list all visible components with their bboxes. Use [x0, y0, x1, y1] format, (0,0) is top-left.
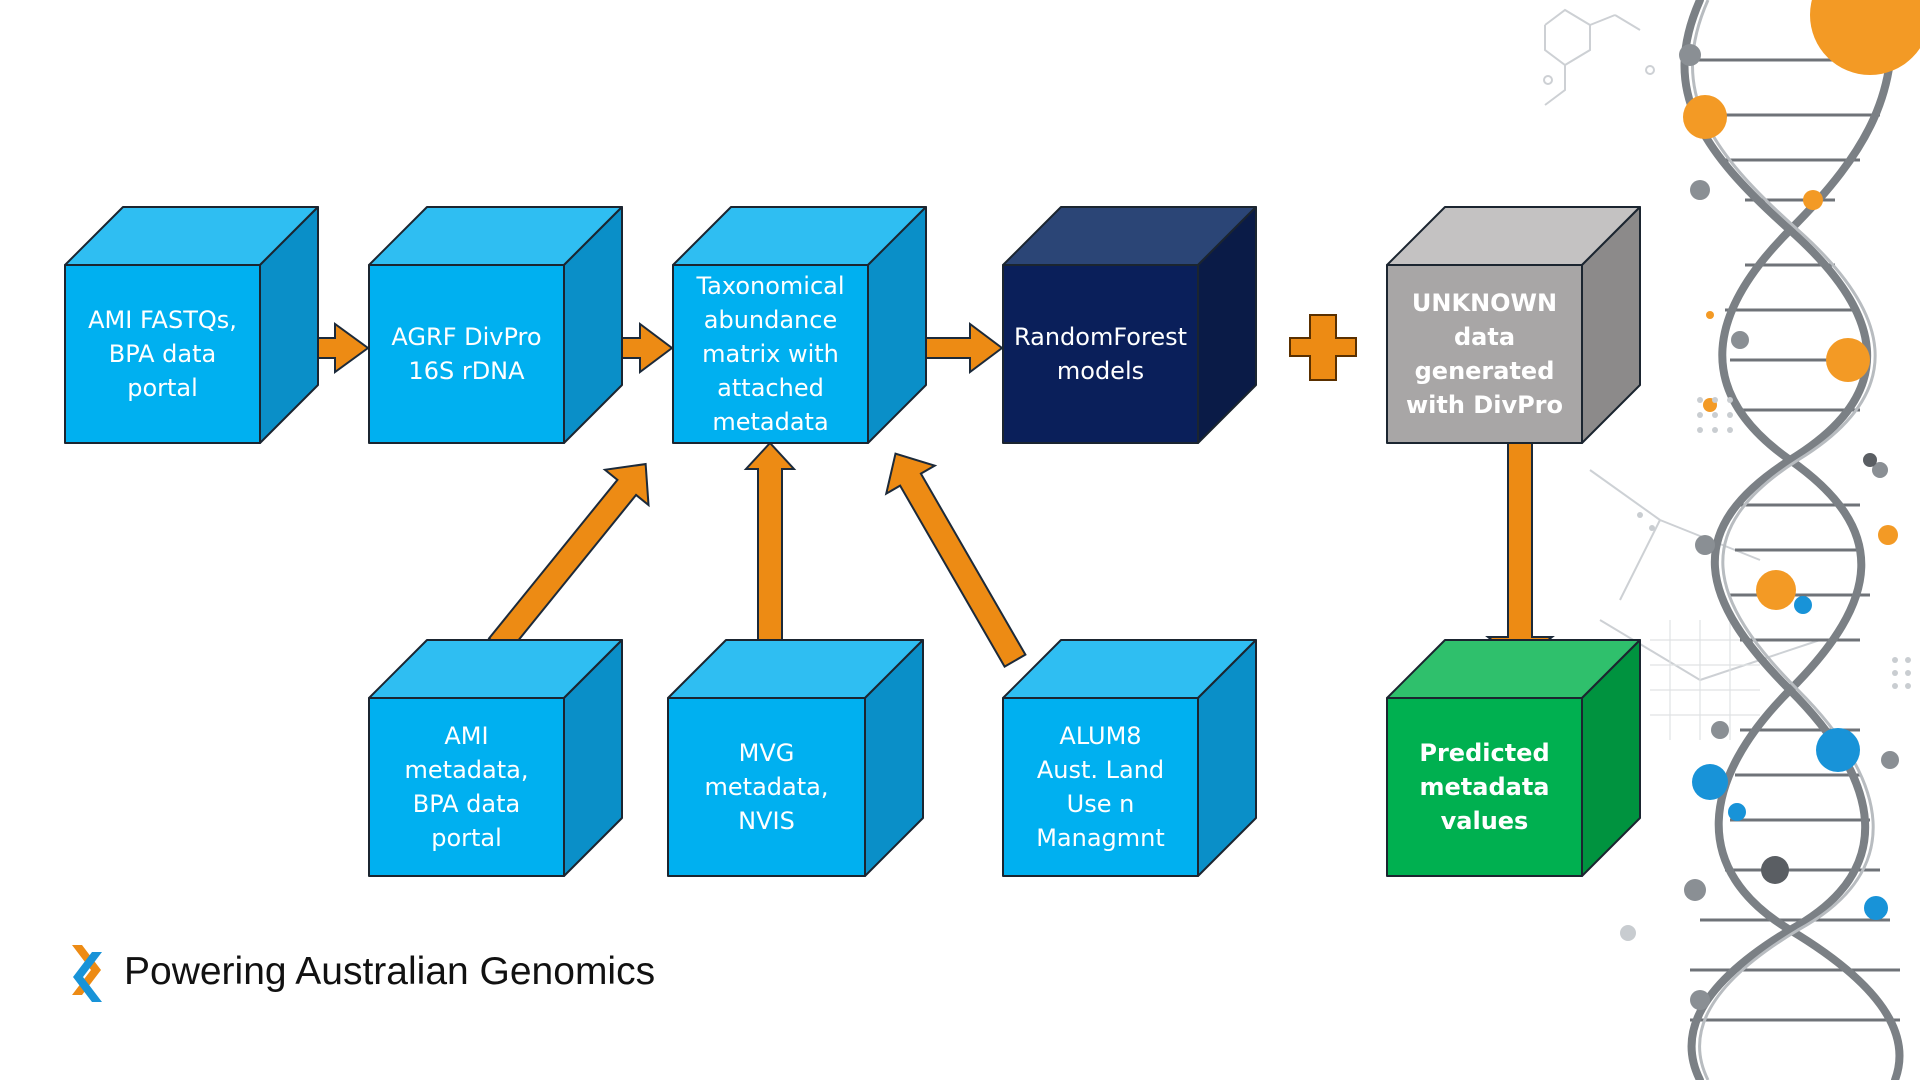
box-randomforest-models: RandomForest models — [1013, 323, 1187, 385]
box-ami-metadata: AMI metadata, BPA data portal — [404, 722, 529, 852]
cube-alum8-front-face — [1002, 697, 1199, 877]
cube-ami-fastqs-front-face — [64, 264, 261, 444]
arrow-up-ami — [487, 462, 650, 655]
cube-randomforest-front-face — [1002, 264, 1199, 444]
arrow-down-predicted — [1485, 442, 1555, 664]
cube-predicted-front-face — [1386, 697, 1583, 877]
cube-agrf-divpro-front-face — [368, 264, 565, 444]
box-predicted-values: Predicted metadata values — [1419, 739, 1550, 835]
box-agrf-divpro: AGRF DivPro 16S rDNA — [391, 323, 542, 385]
cube-ami-metadata — [368, 639, 623, 877]
plus-icon — [1289, 314, 1357, 381]
box-unknown-data: UNKNOWN data generated with DivPro — [1405, 289, 1564, 419]
cube-ami-fastqs — [64, 206, 319, 444]
dna-helix-decoration — [1543, 0, 1920, 1080]
cube-taxonomical-front-face — [672, 264, 869, 444]
cube-taxonomical — [672, 206, 927, 444]
box-ami-fastqs: AMI FASTQs, BPA data portal — [88, 306, 237, 402]
cube-unknown — [1386, 206, 1641, 444]
box-alum8: ALUM8 Aust. Land Use n Managmnt — [1036, 722, 1165, 852]
cube-unknown-front-face — [1386, 264, 1583, 444]
cube-mvg — [667, 639, 924, 877]
arrow-up-alum8 — [884, 452, 1027, 669]
cube-predicted — [1386, 639, 1641, 877]
cube-randomforest — [1002, 206, 1257, 444]
cubes — [64, 206, 1641, 877]
arrows — [277, 322, 1555, 669]
box-taxonomical-matrix: Taxonomical abundance matrix with attach… — [696, 272, 845, 436]
brand-text: Powering Australian Genomics — [124, 950, 656, 993]
genomics-logo-icon — [72, 945, 102, 1002]
arrow-up-mvg — [743, 441, 797, 643]
cube-alum8 — [1002, 639, 1257, 877]
cube-ami-metadata-front-face — [368, 697, 565, 877]
cube-mvg-front-face — [667, 697, 866, 877]
box-mvg-metadata: MVG metadata, NVIS — [704, 739, 829, 835]
cube-agrf-divpro — [368, 206, 623, 444]
